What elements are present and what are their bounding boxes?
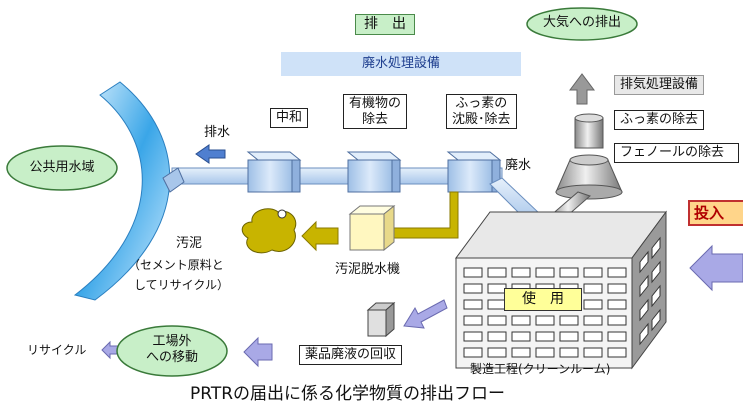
chemical-recovery-arrow: [403, 299, 448, 329]
wastewater-banner: [281, 52, 521, 76]
tank-neutralization: [246, 151, 302, 193]
chemical-waste-container: [366, 301, 396, 338]
sludge-pipe: [391, 191, 459, 239]
fluorine-precip-line2: 沈殿･除去: [452, 111, 511, 127]
tank-organic-removal: [346, 151, 402, 193]
sludge-bubble: [277, 209, 287, 219]
public-water-oval: [6, 145, 118, 191]
atmosphere-oval: [526, 7, 638, 41]
sludge-dewatering-machine: [348, 204, 396, 252]
exhaust-stack: [555, 113, 623, 200]
fluorine-precip-label: ふっ素の 沈殿･除去: [446, 94, 517, 130]
sludge-note-line1: （セメント原料と: [128, 258, 224, 272]
organic-removal-line2: 除去: [362, 111, 389, 127]
chemical-recovery-label: 薬品廃液の回収: [299, 345, 403, 365]
neutralization-label: 中和: [270, 108, 309, 128]
discharge-label: 排 出: [355, 14, 415, 35]
wastewater-label: 廃水: [505, 158, 532, 173]
exhaust-treatment-label: 排気処理設備: [614, 75, 705, 95]
sludge-label: 汚泥: [176, 236, 203, 251]
fluorine-precip-line1: ふっ素の: [455, 96, 508, 111]
sludge-dewatering-label: 汚泥脱水機: [335, 262, 401, 277]
drainage-label: 排水: [204, 125, 231, 140]
wastewater-treatment-label: 廃水処理設備: [361, 56, 440, 71]
recycle-label: リサイクル: [27, 343, 87, 357]
caption: PRTRの届出に係る化学物質の排出フロー: [190, 384, 506, 404]
sludge-blob: [241, 208, 297, 254]
fluorine-removal-exhaust-label: ふっ素の除去: [614, 110, 705, 130]
use-label: 使 用: [504, 288, 582, 311]
atmosphere-arrow: [569, 73, 595, 105]
phenol-removal-label: フェノールの除去: [614, 143, 739, 163]
organic-removal-label: 有機物の 除去: [343, 94, 408, 130]
tank-fluorine-precipitation: [446, 151, 502, 193]
sludge-note-line2: してリサイクル）: [134, 278, 230, 292]
factory-building: [455, 210, 667, 370]
cleanroom-label: 製造工程(クリーンルーム): [470, 362, 611, 376]
input-arrow: [689, 244, 743, 292]
offsite-line1: 工場外: [152, 334, 192, 349]
outlet-nozzle: [162, 167, 185, 193]
offsite-line2: への移動: [145, 349, 198, 365]
offsite-arrow: [243, 336, 273, 368]
river: [73, 81, 171, 301]
drainage-arrow: [195, 144, 226, 164]
input-label: 投入: [688, 200, 743, 226]
organic-removal-line1: 有機物の: [349, 96, 402, 111]
sludge-arrow: [301, 220, 339, 252]
recycle-arrow: [101, 340, 119, 360]
atmosphere-label: 大気への排出: [542, 15, 621, 30]
offsite-oval: [116, 325, 228, 377]
public-water-label: 公共用水域: [29, 160, 95, 175]
offsite-label: 工場外 への移動: [122, 334, 222, 365]
